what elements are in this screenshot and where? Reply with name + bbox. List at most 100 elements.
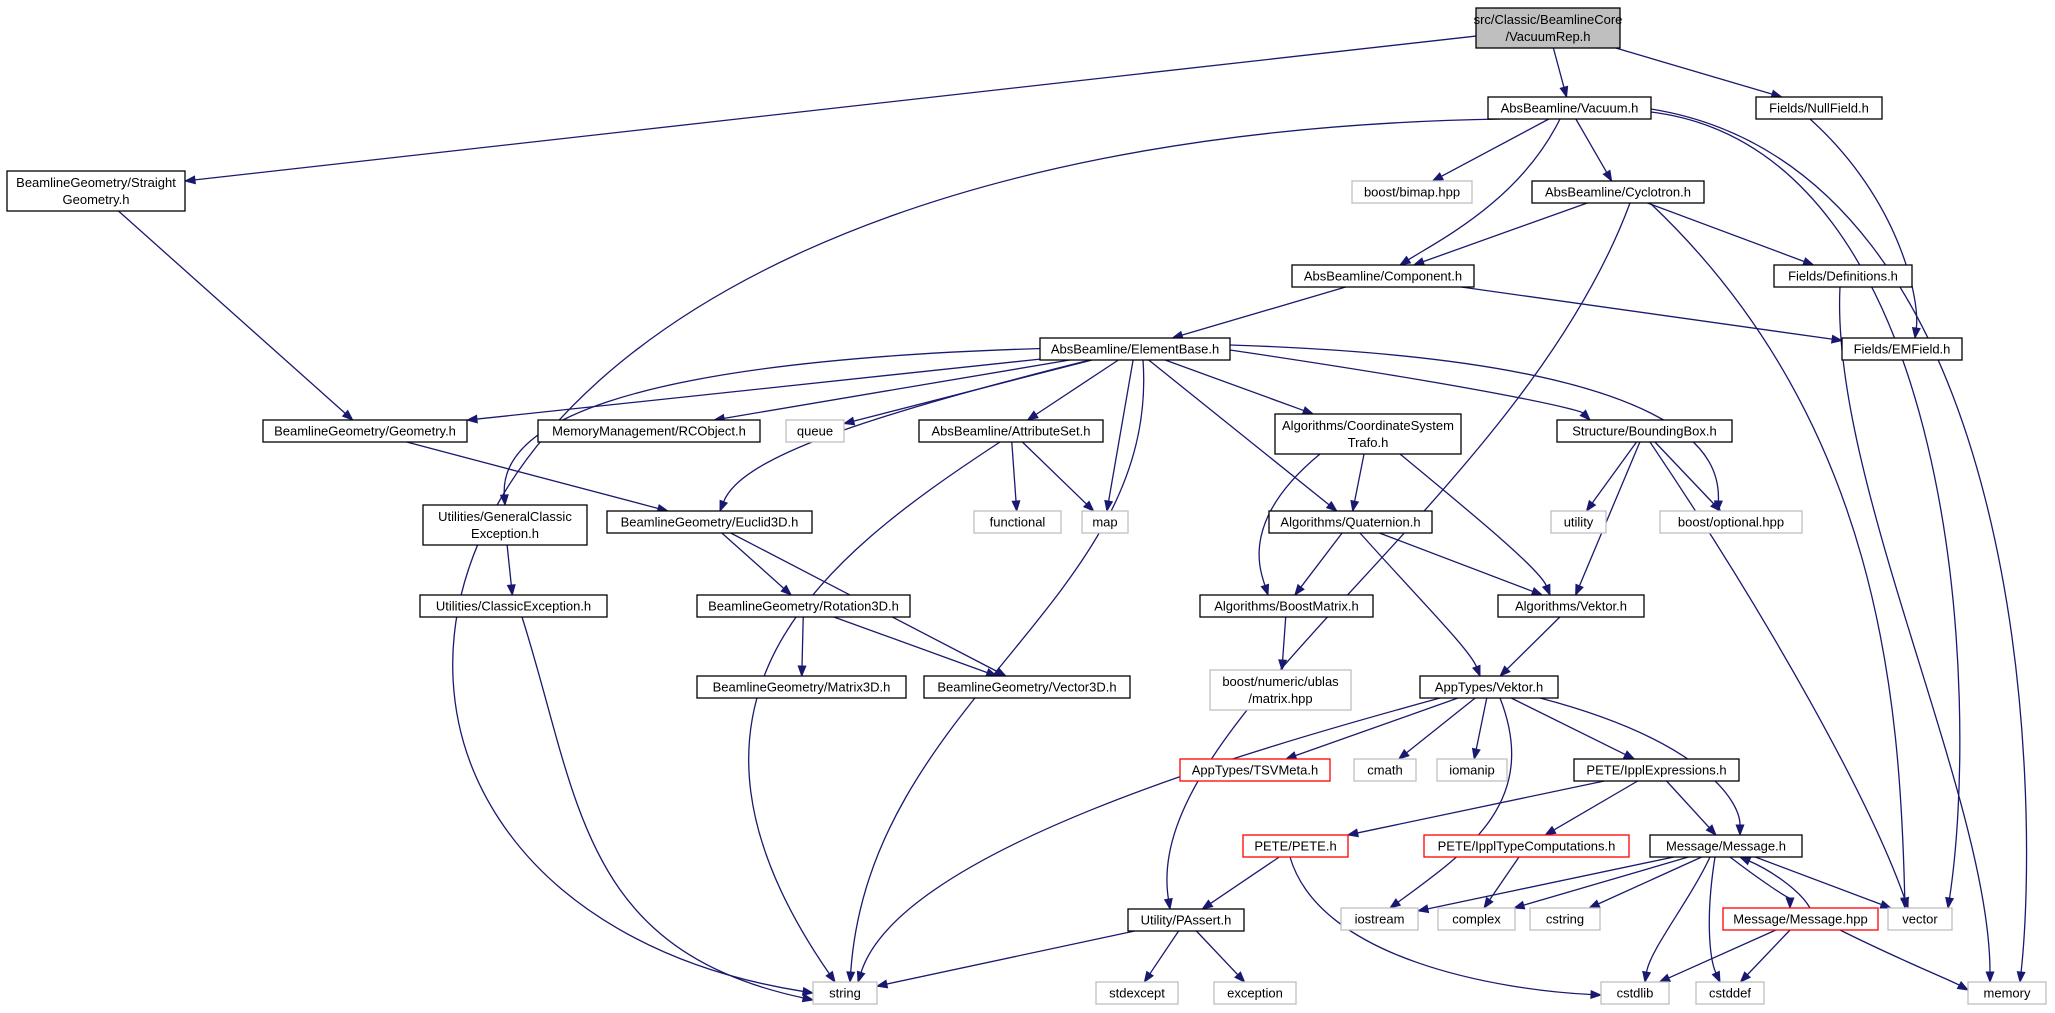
node-label: Exception.h bbox=[471, 526, 539, 541]
edge-line bbox=[1422, 202, 1588, 263]
edge-messageh-to-cstring bbox=[1587, 856, 1703, 909]
edge-arrowhead bbox=[1483, 896, 1494, 910]
node-box bbox=[1531, 180, 1705, 204]
node-tsvmeta[interactable]: AppTypes/TSVMeta.h bbox=[1179, 758, 1331, 782]
node-label: queue bbox=[797, 424, 833, 439]
edge-arrowhead bbox=[1350, 499, 1360, 513]
node-boostmatrix[interactable]: Algorithms/BoostMatrix.h bbox=[1199, 594, 1374, 618]
node-vacuum[interactable]: AbsBeamline/Vacuum.h bbox=[1487, 96, 1652, 120]
edge-line bbox=[1553, 780, 1639, 831]
node-elementbase[interactable]: AbsBeamline/ElementBase.h bbox=[1039, 337, 1231, 361]
node-pete[interactable]: PETE/PETE.h bbox=[1242, 834, 1349, 858]
node-rotation3d[interactable]: BeamlineGeometry/Rotation3D.h bbox=[696, 594, 911, 618]
edge-line bbox=[1408, 118, 1561, 261]
node-vector3d[interactable]: BeamlineGeometry/Vector3D.h bbox=[923, 675, 1131, 699]
edge-line bbox=[1379, 532, 1534, 593]
node-nullfield[interactable]: Fields/NullField.h bbox=[1755, 96, 1883, 120]
node-ippltypecomp[interactable]: PETE/IpplTypeComputations.h bbox=[1423, 834, 1630, 858]
edge-line bbox=[1708, 856, 1717, 974]
node-box bbox=[1127, 908, 1245, 932]
edge-line bbox=[721, 532, 785, 589]
edge-ipplexpr-to-pete bbox=[1346, 780, 1605, 838]
edge-line bbox=[406, 441, 659, 510]
edge-arrowhead bbox=[1585, 499, 1597, 513]
node-label: boost/bimap.hpp bbox=[1364, 185, 1460, 200]
edge-vacuum-to-component bbox=[1398, 118, 1561, 266]
node-box bbox=[918, 419, 1104, 443]
edge-line bbox=[1229, 344, 1720, 502]
edge-line bbox=[1011, 441, 1017, 502]
node-apptypesvektor[interactable]: AppTypes/Vektor.h bbox=[1419, 675, 1559, 699]
edge-cyclotron-to-definitions bbox=[1647, 202, 1815, 266]
node-label: src/Classic/BeamlineCore bbox=[1474, 12, 1623, 27]
node-rcobject[interactable]: MemoryManagement/RCObject.h bbox=[537, 419, 761, 443]
node-box bbox=[696, 675, 907, 699]
edge-arrowhead bbox=[994, 667, 1008, 677]
edge-cyclotron-to-vector bbox=[1649, 202, 1910, 910]
edge-component-to-emfield bbox=[1461, 286, 1844, 344]
edge-quaternion-to-boostmatrix bbox=[1294, 532, 1343, 597]
node-quaternion[interactable]: Algorithms/Quaternion.h bbox=[1268, 510, 1433, 534]
node-label: exception bbox=[1227, 986, 1283, 1001]
node-ipplexpr[interactable]: PETE/IpplExpressions.h bbox=[1573, 758, 1740, 782]
edge-arrowhead bbox=[1785, 897, 1795, 910]
node-label: BeamlineGeometry/Rotation3D.h bbox=[708, 599, 899, 614]
node-label: BeamlineGeometry/Vector3D.h bbox=[937, 680, 1116, 695]
node-box bbox=[1600, 981, 1670, 1005]
node-euclid3d[interactable]: BeamlineGeometry/Euclid3D.h bbox=[606, 510, 813, 534]
node-algvektor[interactable]: Algorithms/Vektor.h bbox=[1497, 594, 1645, 618]
node-label: AbsBeamline/ElementBase.h bbox=[1051, 342, 1219, 357]
edge-messageh-to-iostream bbox=[1416, 856, 1674, 914]
node-boundingbox[interactable]: Structure/BoundingBox.h bbox=[1556, 419, 1733, 443]
node-messageh[interactable]: Message/Message.h bbox=[1649, 834, 1803, 858]
edge-line bbox=[1510, 697, 1626, 756]
node-label: PETE/IpplExpressions.h bbox=[1586, 763, 1726, 778]
node-exception: exception bbox=[1213, 981, 1297, 1005]
edge-arrowhead bbox=[842, 416, 856, 426]
node-matrix3d[interactable]: BeamlineGeometry/Matrix3D.h bbox=[696, 675, 907, 699]
node-label: cstring bbox=[1546, 912, 1584, 927]
edge-arrowhead bbox=[499, 494, 509, 507]
node-classicexc[interactable]: Utilities/ClassicException.h bbox=[419, 594, 608, 618]
edge-messageh-to-complex bbox=[1512, 856, 1689, 910]
edge-arrowhead bbox=[1544, 825, 1557, 836]
edge-line bbox=[1210, 856, 1280, 904]
node-root[interactable]: src/Classic/BeamlineCore/VacuumRep.h bbox=[1474, 7, 1623, 49]
edge-arrowhead bbox=[1530, 587, 1544, 596]
edge-root-to-straightgeom bbox=[183, 35, 1477, 185]
node-messagehpp[interactable]: Message/Message.hpp bbox=[1722, 907, 1879, 931]
node-definitions[interactable]: Fields/Definitions.h bbox=[1773, 264, 1913, 288]
edge-ipplexpr-to-messageh bbox=[1666, 780, 1717, 837]
node-label: /matrix.hpp bbox=[1248, 691, 1312, 706]
node-label: Fields/EMField.h bbox=[1854, 342, 1951, 357]
node-emfield[interactable]: Fields/EMField.h bbox=[1841, 337, 1963, 361]
edge-line bbox=[1357, 780, 1605, 834]
edge-ipplexpr-to-ippltypecomp bbox=[1544, 780, 1639, 836]
edge-line bbox=[1258, 453, 1321, 586]
node-complex: complex bbox=[1437, 907, 1516, 931]
edge-arrowhead bbox=[846, 971, 856, 984]
nodes-layer: src/Classic/BeamlineCore/VacuumRep.hAbsB… bbox=[6, 7, 2047, 1005]
node-cyclotron[interactable]: AbsBeamline/Cyclotron.h bbox=[1531, 180, 1705, 204]
node-geometry[interactable]: BeamlineGeometry/Geometry.h bbox=[262, 419, 468, 443]
node-iostream: iostream bbox=[1340, 907, 1419, 931]
edge-elementbase-to-cstrafo bbox=[1164, 359, 1315, 415]
node-box bbox=[1773, 264, 1913, 288]
node-passert[interactable]: Utility/PAssert.h bbox=[1127, 908, 1245, 932]
edge-arrowhead bbox=[797, 665, 807, 678]
edge-rotation3d-to-matrix3d bbox=[797, 616, 807, 678]
node-component[interactable]: AbsBeamline/Component.h bbox=[1291, 264, 1475, 288]
edge-line bbox=[1598, 856, 1703, 905]
edge-root-to-vacuum bbox=[1552, 47, 1569, 99]
node-label: BeamlineGeometry/Straight bbox=[16, 175, 176, 190]
node-label: string bbox=[829, 986, 861, 1001]
edge-boostmatrix-to-ublasmatrix bbox=[1278, 616, 1288, 672]
node-box bbox=[1755, 96, 1883, 120]
node-attributeset[interactable]: AbsBeamline/AttributeSet.h bbox=[918, 419, 1104, 443]
node-label: Algorithms/Vektor.h bbox=[1515, 599, 1627, 614]
edge-line bbox=[1149, 930, 1180, 975]
